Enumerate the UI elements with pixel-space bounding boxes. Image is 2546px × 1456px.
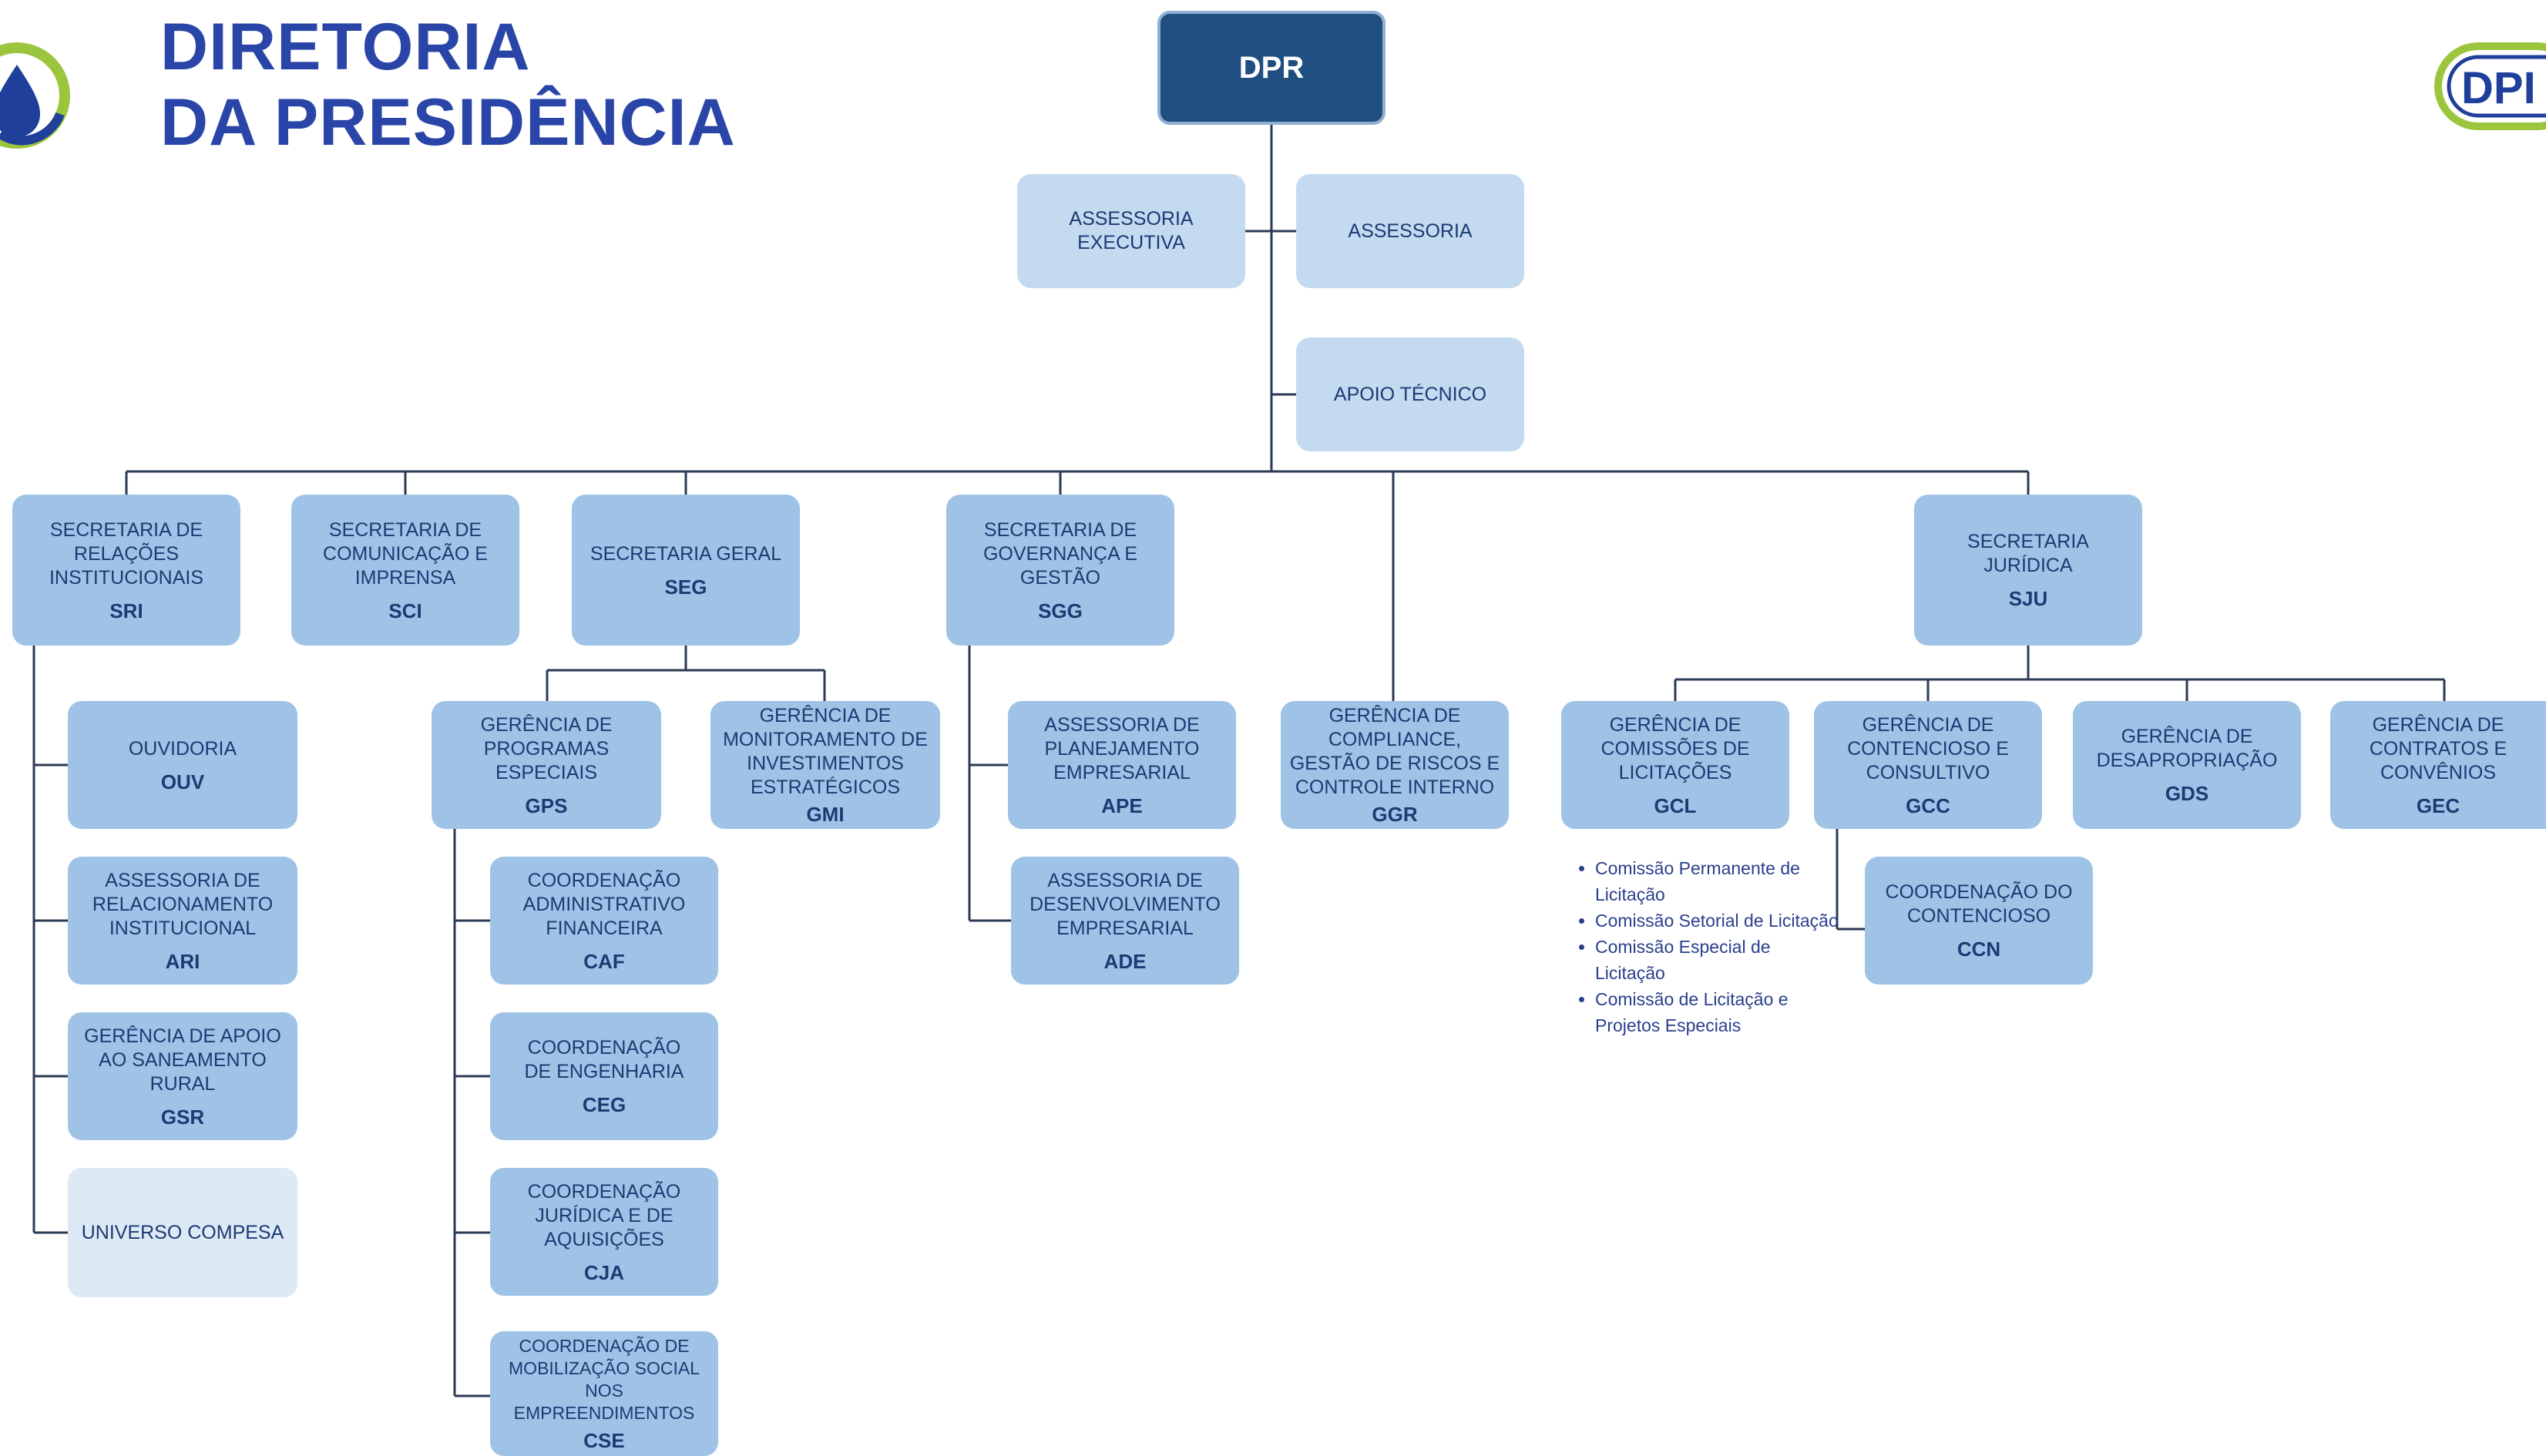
gcl-commission-item: Comissão Setorial de Licitação bbox=[1595, 907, 1842, 934]
node-gcc-label: GERÊNCIA DE CONTENCIOSO E CONSULTIVO bbox=[1847, 713, 2009, 783]
node-caf-code: CAF bbox=[583, 949, 625, 973]
node-universo-compesa-label: UNIVERSO COMPESA bbox=[81, 1221, 284, 1243]
node-caf[interactable]: COORDENAÇÃO ADMINISTRATIVO FINANCEIRA CA… bbox=[490, 857, 718, 985]
dpi-badge-logo: DPI bbox=[2433, 42, 2546, 138]
node-ggr-label: GERÊNCIA DE COMPLIANCE, GESTÃO DE RISCOS… bbox=[1289, 705, 1500, 798]
node-gec-label: GERÊNCIA DE CONTRATOS E CONVÊNIOS bbox=[2369, 713, 2507, 783]
node-cse-code: CSE bbox=[583, 1429, 625, 1452]
node-gds[interactable]: GERÊNCIA DE DESAPROPRIAÇÃO GDS bbox=[2073, 701, 2301, 829]
gcl-commission-item: Comissão Permanente de Licitação bbox=[1595, 855, 1842, 907]
node-dpr-label: DPR bbox=[1238, 51, 1305, 85]
node-assessoria-executiva-label: ASSESSORIA EXECUTIVA bbox=[1069, 208, 1194, 253]
node-sri[interactable]: SECRETARIA DE RELAÇÕES INSTITUCIONAIS SR… bbox=[12, 495, 240, 646]
node-ccn-code: CCN bbox=[1957, 938, 2001, 961]
compesa-drop-logo-icon bbox=[0, 34, 77, 161]
node-ari[interactable]: ASSESSORIA DE RELACIONAMENTO INSTITUCION… bbox=[68, 857, 297, 985]
page-title-line-1: DIRETORIA bbox=[160, 10, 531, 84]
node-ceg-label: COORDENAÇÃO DE ENGENHARIA bbox=[524, 1037, 684, 1082]
node-gds-label: GERÊNCIA DE DESAPROPRIAÇÃO bbox=[2096, 726, 2278, 771]
node-gmi[interactable]: GERÊNCIA DE MONITORAMENTO DE INVESTIMENT… bbox=[710, 701, 940, 829]
node-cja[interactable]: COORDENAÇÃO JURÍDICA E DE AQUISIÇÕES CJA bbox=[490, 1168, 718, 1296]
dpi-badge-text: DPI bbox=[2461, 63, 2536, 113]
node-sju-label: SECRETARIA JURÍDICA bbox=[1967, 531, 2089, 576]
page-title: DIRETORIA DA PRESIDÊNCIA bbox=[160, 9, 736, 160]
node-gmi-label: GERÊNCIA DE MONITORAMENTO DE INVESTIMENT… bbox=[723, 705, 928, 798]
node-sci-label: SECRETARIA DE COMUNICAÇÃO E IMPRENSA bbox=[323, 518, 488, 589]
node-seg-code: SEG bbox=[664, 575, 707, 599]
node-gcl[interactable]: GERÊNCIA DE COMISSÕES DE LICITAÇÕES GCL bbox=[1561, 701, 1789, 829]
node-ceg-code: CEG bbox=[582, 1093, 626, 1116]
node-universo-compesa[interactable]: UNIVERSO COMPESA bbox=[68, 1168, 297, 1297]
node-gcc[interactable]: GERÊNCIA DE CONTENCIOSO E CONSULTIVO GCC bbox=[1814, 701, 2042, 829]
page-title-line-2: DA PRESIDÊNCIA bbox=[160, 86, 736, 159]
node-cse[interactable]: COORDENAÇÃO DE MOBILIZAÇÃO SOCIAL NOS EM… bbox=[490, 1331, 718, 1456]
node-ari-code: ARI bbox=[165, 949, 200, 973]
node-ouv-code: OUV bbox=[160, 770, 205, 793]
gcl-commission-list: Comissão Permanente de Licitação Comissã… bbox=[1561, 855, 1842, 1038]
gcl-commission-item: Comissão de Licitação e Projetos Especia… bbox=[1595, 986, 1842, 1038]
node-ari-label: ASSESSORIA DE RELACIONAMENTO INSTITUCION… bbox=[92, 869, 274, 939]
node-assessoria[interactable]: ASSESSORIA bbox=[1296, 174, 1524, 288]
node-gmi-code: GMI bbox=[806, 803, 845, 826]
node-cse-label: COORDENAÇÃO DE MOBILIZAÇÃO SOCIAL NOS EM… bbox=[509, 1336, 700, 1423]
node-apoio-tecnico-label: APOIO TÉCNICO bbox=[1333, 383, 1487, 405]
node-sju[interactable]: SECRETARIA JURÍDICA SJU bbox=[1914, 495, 2142, 646]
node-ccn[interactable]: COORDENAÇÃO DO CONTENCIOSO CCN bbox=[1865, 857, 2093, 985]
node-ccn-label: COORDENAÇÃO DO CONTENCIOSO bbox=[1885, 881, 2073, 927]
node-gps[interactable]: GERÊNCIA DE PROGRAMAS ESPECIAIS GPS bbox=[432, 701, 661, 829]
node-cja-code: CJA bbox=[583, 1260, 624, 1284]
node-gcl-label: GERÊNCIA DE COMISSÕES DE LICITAÇÕES bbox=[1600, 713, 1750, 783]
node-cja-label: COORDENAÇÃO JURÍDICA E DE AQUISIÇÕES bbox=[527, 1180, 681, 1250]
node-gps-code: GPS bbox=[525, 793, 568, 817]
node-ouv-label: OUVIDORIA bbox=[128, 737, 237, 760]
node-sri-code: SRI bbox=[109, 599, 143, 622]
node-gds-code: GDS bbox=[2165, 782, 2209, 805]
node-sci-code: SCI bbox=[388, 599, 422, 622]
node-seg[interactable]: SECRETARIA GERAL SEG bbox=[572, 495, 800, 646]
node-gsr-code: GSR bbox=[160, 1105, 205, 1129]
node-seg-label: SECRETARIA GERAL bbox=[589, 542, 782, 565]
node-sgg[interactable]: SECRETARIA DE GOVERNANÇA E GESTÃO SGG bbox=[946, 495, 1174, 646]
node-gec-code: GEC bbox=[2416, 793, 2460, 817]
node-sju-code: SJU bbox=[2008, 587, 2048, 610]
node-gcc-code: GCC bbox=[1906, 793, 1950, 817]
node-assessoria-executiva[interactable]: ASSESSORIA EXECUTIVA bbox=[1017, 174, 1245, 288]
node-gsr-label: GERÊNCIA DE APOIO AO SANEAMENTO RURAL bbox=[84, 1025, 281, 1095]
node-ape-code: APE bbox=[1101, 793, 1143, 817]
node-gec[interactable]: GERÊNCIA DE CONTRATOS E CONVÊNIOS GEC bbox=[2330, 701, 2546, 829]
node-gcl-code: GCL bbox=[1654, 793, 1697, 817]
node-ape[interactable]: ASSESSORIA DE PLANEJAMENTO EMPRESARIAL A… bbox=[1008, 701, 1236, 829]
node-gps-label: GERÊNCIA DE PROGRAMAS ESPECIAIS bbox=[480, 713, 613, 783]
node-ceg[interactable]: COORDENAÇÃO DE ENGENHARIA CEG bbox=[490, 1012, 718, 1140]
node-ggr-code: GGR bbox=[1372, 803, 1418, 826]
node-assessoria-label: ASSESSORIA bbox=[1348, 220, 1473, 242]
node-sri-label: SECRETARIA DE RELAÇÕES INSTITUCIONAIS bbox=[49, 518, 203, 589]
node-apoio-tecnico[interactable]: APOIO TÉCNICO bbox=[1296, 337, 1524, 451]
gcl-commission-item: Comissão Especial de Licitação bbox=[1595, 934, 1842, 986]
node-sci[interactable]: SECRETARIA DE COMUNICAÇÃO E IMPRENSA SCI bbox=[291, 495, 519, 646]
node-ade-label: ASSESSORIA DE DESENVOLVIMENTO EMPRESARIA… bbox=[1029, 869, 1221, 939]
node-sgg-label: SECRETARIA DE GOVERNANÇA E GESTÃO bbox=[982, 518, 1138, 589]
node-ade-code: ADE bbox=[1103, 949, 1147, 973]
node-ade[interactable]: ASSESSORIA DE DESENVOLVIMENTO EMPRESARIA… bbox=[1011, 857, 1239, 985]
node-gsr[interactable]: GERÊNCIA DE APOIO AO SANEAMENTO RURAL GS… bbox=[68, 1012, 297, 1140]
node-ouv[interactable]: OUVIDORIA OUV bbox=[68, 701, 297, 829]
node-ggr[interactable]: GERÊNCIA DE COMPLIANCE, GESTÃO DE RISCOS… bbox=[1281, 701, 1509, 829]
node-caf-label: COORDENAÇÃO ADMINISTRATIVO FINANCEIRA bbox=[522, 869, 686, 939]
node-dpr[interactable]: DPR bbox=[1157, 11, 1386, 125]
node-sgg-code: SGG bbox=[1038, 599, 1083, 622]
node-ape-label: ASSESSORIA DE PLANEJAMENTO EMPRESARIAL bbox=[1044, 713, 1200, 783]
